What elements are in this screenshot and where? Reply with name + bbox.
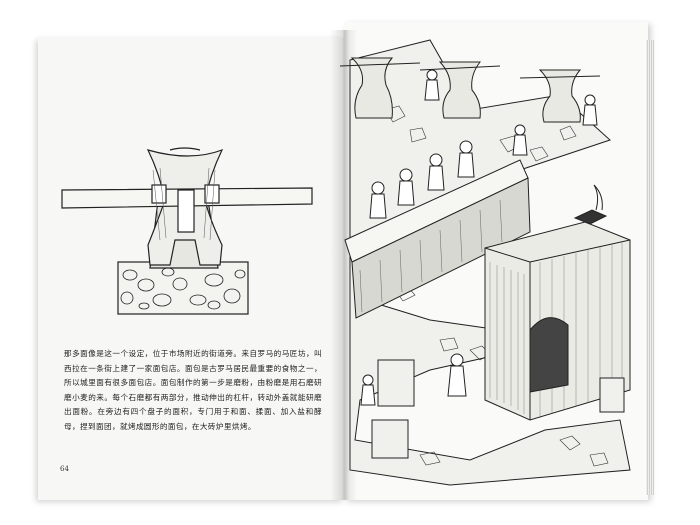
caption-paragraph: 那多面像是这一个设定，位于市场附近的街道旁。来自罗马的马匠坊，叫西拉在一条街上建… bbox=[64, 349, 322, 431]
page-number: 64 bbox=[60, 465, 69, 473]
page-edges bbox=[646, 40, 654, 495]
caption-text: 那多面像是这一个设定，位于市场附近的街道旁。来自罗马的马匠坊，叫西拉在一条街上建… bbox=[64, 347, 322, 434]
